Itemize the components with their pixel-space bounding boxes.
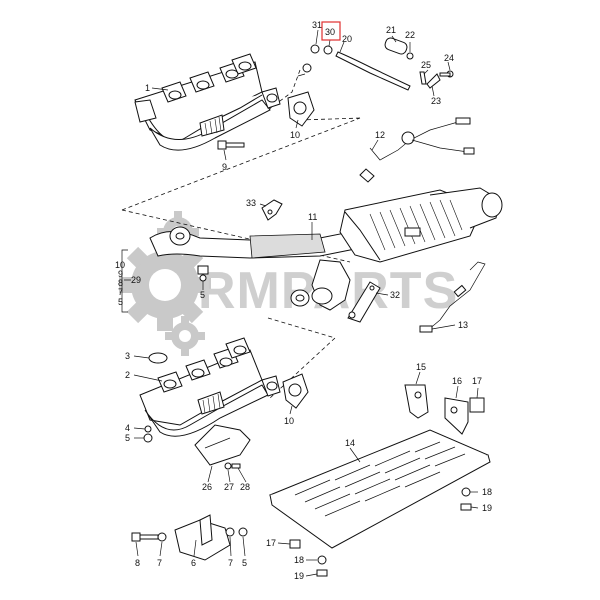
callout-18-lower: 18 [294, 555, 304, 565]
callout-15: 15 [416, 362, 426, 372]
callout-9-group: 9 [118, 269, 123, 279]
callout-21: 21 [386, 25, 396, 35]
callout-22: 22 [405, 30, 415, 40]
callout-10-upper: 10 [290, 130, 300, 140]
callout-26: 26 [202, 482, 212, 492]
callout-14: 14 [345, 438, 355, 448]
callout-5-bottom: 5 [242, 558, 247, 568]
callout-8-group: 8 [118, 278, 123, 288]
callout-32: 32 [390, 290, 400, 300]
bracket-33 [261, 199, 283, 221]
callout-33: 33 [246, 198, 256, 208]
heat-shield-6 [174, 514, 231, 561]
leader-lines [121, 29, 479, 577]
callout-5-lower: 5 [125, 433, 130, 443]
callout-16: 16 [452, 376, 462, 386]
brackets-right [404, 384, 485, 435]
callout-19-right: 19 [482, 503, 492, 513]
callout-10-group: 10 [115, 260, 125, 270]
callout-5-group: 5 [118, 297, 123, 307]
callout-19-lower: 19 [294, 571, 304, 581]
callout-17-upper: 17 [472, 376, 482, 386]
callout-31: 31 [312, 20, 322, 30]
callout-7-lower-left: 7 [157, 558, 162, 568]
callout-24: 24 [444, 53, 454, 63]
callout-1: 1 [145, 83, 150, 93]
small-fasteners [131, 265, 248, 542]
callout-29: 29 [131, 275, 141, 285]
oxygen-sensor-lower [419, 261, 486, 333]
callout-8-lower: 8 [135, 558, 140, 568]
exhaust-mid-section [149, 187, 503, 311]
callout-23: 23 [431, 96, 441, 106]
callout-5-upper: 5 [200, 290, 205, 300]
callout-10-lower: 10 [284, 416, 294, 426]
skid-plate-slots [294, 441, 466, 517]
lower-gasket [282, 373, 309, 409]
watermark-gear-large [119, 239, 211, 331]
callout-13: 13 [458, 320, 468, 330]
oxygen-sensor-upper [359, 117, 475, 183]
callout-30: 30 [325, 27, 335, 37]
callout-27: 27 [224, 482, 234, 492]
callout-28: 28 [240, 482, 250, 492]
callout-18-right: 18 [482, 487, 492, 497]
callout-3: 3 [125, 351, 130, 361]
callout-17-lower: 17 [266, 538, 276, 548]
bracket-32 [347, 281, 381, 323]
callout-4: 4 [125, 423, 130, 433]
callout-12: 12 [375, 130, 385, 140]
callout-2: 2 [125, 370, 130, 380]
callout-9-upper: 9 [222, 162, 227, 172]
callout-7-group: 7 [118, 287, 123, 297]
callout-labels: 31 30 20 21 22 24 25 23 1 10 12 9 33 11 … [115, 20, 492, 581]
upper-bolt [217, 140, 245, 150]
upper-exhaust-manifold [134, 53, 281, 151]
watermark-gear-small-bottom [165, 316, 205, 356]
callout-25: 25 [421, 60, 431, 70]
top-fasteners [302, 37, 454, 91]
callout-11: 11 [308, 212, 317, 222]
callout-7-lower-right: 7 [228, 558, 233, 568]
gasket-3 [148, 352, 168, 364]
callout-6: 6 [191, 558, 196, 568]
callout-30-highlight-box [321, 21, 341, 41]
skid-plate [268, 429, 491, 549]
heat-shield-26 [194, 424, 251, 466]
lower-exhaust-manifold [139, 337, 281, 437]
callout-20: 20 [342, 34, 352, 44]
upper-gasket [287, 91, 315, 127]
